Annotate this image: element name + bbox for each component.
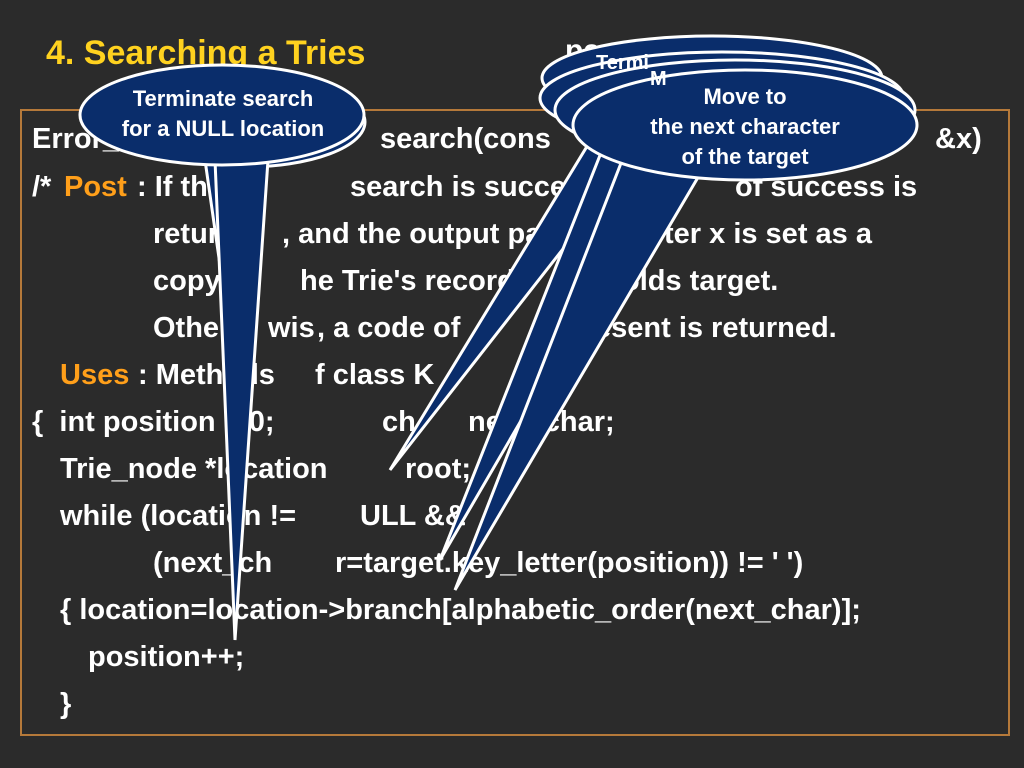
code-line-char-b: next_char; [468,406,615,438]
right-callout-text: Move to the next character of the target [610,82,880,172]
code-line-root: root; [405,453,472,485]
code-line-post-a: : If th [137,171,208,203]
code-box [20,109,1010,736]
keyword-post: Post [64,171,127,203]
code-line-while-b: ULL && [360,500,466,532]
right-callout-line1: Move to [703,84,787,109]
code-line-next-char-b: r=target.key_letter(position)) != ' ') [335,547,804,579]
code-line-otherwise-c: , a code of [317,312,461,344]
keyword-uses: Uses [60,359,130,391]
right-callout-line3: of the target [681,144,809,169]
right-callout-line2: the next character [650,114,840,139]
code-line-trie-node: Trie_node *location [60,453,328,485]
comment-close: */ [528,359,548,391]
comment-open: /* [32,171,60,203]
code-line-int-position: { int position = 0; [32,406,275,438]
code-line-uses-b: f class K [315,359,435,391]
code-line-returned-b: , and the output pa [282,218,542,250]
code-line-post-b: search is successful, a [350,171,666,203]
code-line-branch: { location=location->branch[alphabetic_o… [60,594,861,626]
code-line-returned-a: retur [153,218,220,250]
code-line-post-c: of success is [735,171,918,203]
right-callout-back-text: Termi [596,52,649,74]
slide-title: 4. Searching a Tries [46,34,366,72]
code-line-next-char-a: (next_ch [153,547,273,579]
code-line-uses-a: : Methods [138,359,275,391]
code-line-while-a: while (location != [60,500,297,532]
code-line-otherwise-b: wis [268,312,315,344]
left-callout-text: Terminate search for a NULL location [100,84,346,144]
left-callout-line2: for a NULL location [121,116,325,141]
code-line-signature-mid: search(cons [380,123,551,155]
title-fragment: pa [565,34,601,67]
code-line-position-increment: position++; [88,641,245,673]
code-line-copy-b: he Trie's record [300,265,515,297]
code-line-copy-a: copy [153,265,221,297]
code-line-signature-end: &x) [935,123,982,155]
code-line-otherwise-d: esent is returned. [595,312,837,344]
code-line-returned-c: ter x is set as a [664,218,872,250]
left-callout-line1: Terminate search [132,86,314,111]
code-line-otherwise-a: Other [153,312,231,344]
right-callout-mid-text: M [650,68,667,90]
code-line-copy-c: olds target. [622,265,779,297]
code-line-char-a: ch [382,406,416,438]
code-line-closing-brace: } [60,688,72,720]
